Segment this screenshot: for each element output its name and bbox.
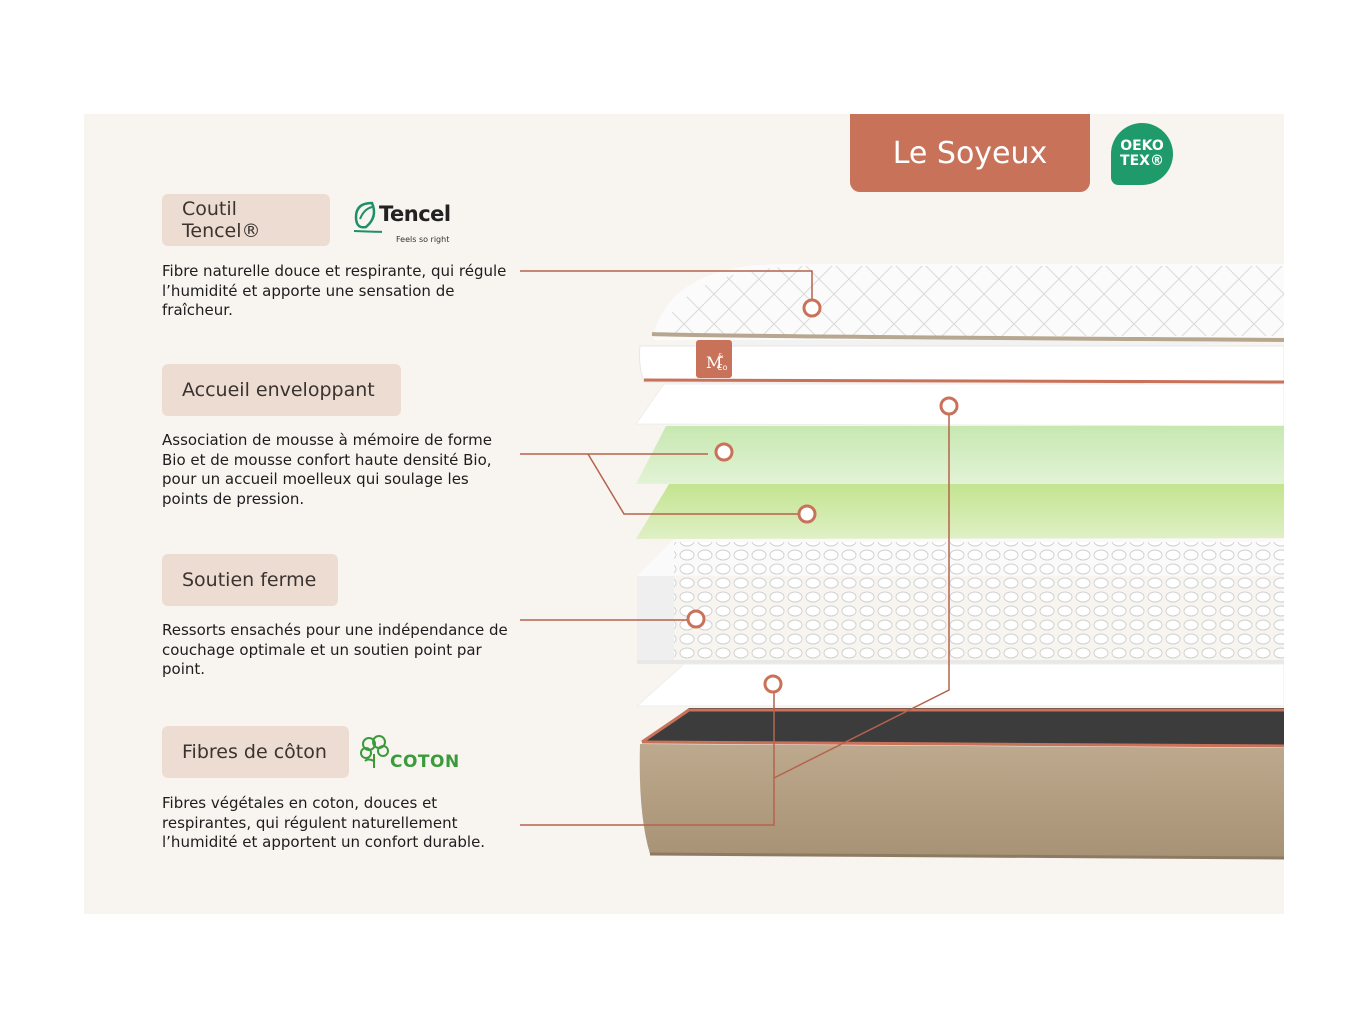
layer-label-fibres: Fibres de côton [162,726,349,778]
layer-description-tencel: Fibre naturelle douce et respirante, qui… [162,262,507,319]
pocket-springs-layer [637,539,1284,664]
cotton-flower-icon [360,735,389,768]
layer-label-accueil: Accueil enveloppant [162,364,401,416]
coton-logo: COTON [359,732,459,772]
oeko-tex-badge: OEKO TEX® [1111,123,1173,185]
svg-text:M: M [706,353,722,372]
tencel-logo: Tencel Feels so right [352,199,462,249]
comfort-foam-layer [636,484,1284,539]
svg-text:Co: Co [717,363,728,372]
tencel-top-layer [639,264,1284,384]
marker-comfort-foam [797,504,817,524]
layer-label-soutien: Soutien ferme [162,554,338,606]
marker-fibres [763,674,783,694]
marker-springs [686,609,706,629]
mattress-base [639,708,1284,860]
leader-lines [520,270,950,826]
white-foam-sheet [635,383,1284,427]
layer-description-accueil: Association de mousse à mémoire de forme… [162,431,492,508]
layer-markers [686,298,959,694]
product-title: Le Soyeux [850,114,1090,192]
brand-mark: M & Co [696,340,732,378]
marker-memory-foam [714,442,734,462]
white-fiber-sheet [635,663,1284,707]
tencel-leaf-icon [353,201,382,233]
info-panel: M & Co [84,114,1284,914]
memory-foam-layer [636,426,1284,484]
mattress-exploded-illustration: M & Co [520,264,1284,860]
layer-description-fibres: Fibres végétales en coton, douces et res… [162,794,486,851]
layer-label-tencel: Coutil Tencel® [162,194,330,246]
marker-tencel [802,298,822,318]
layer-description-soutien: Ressorts ensachés pour une indépendance … [162,621,508,678]
svg-text:&: & [718,352,724,360]
marker-white-sheet [939,396,959,416]
